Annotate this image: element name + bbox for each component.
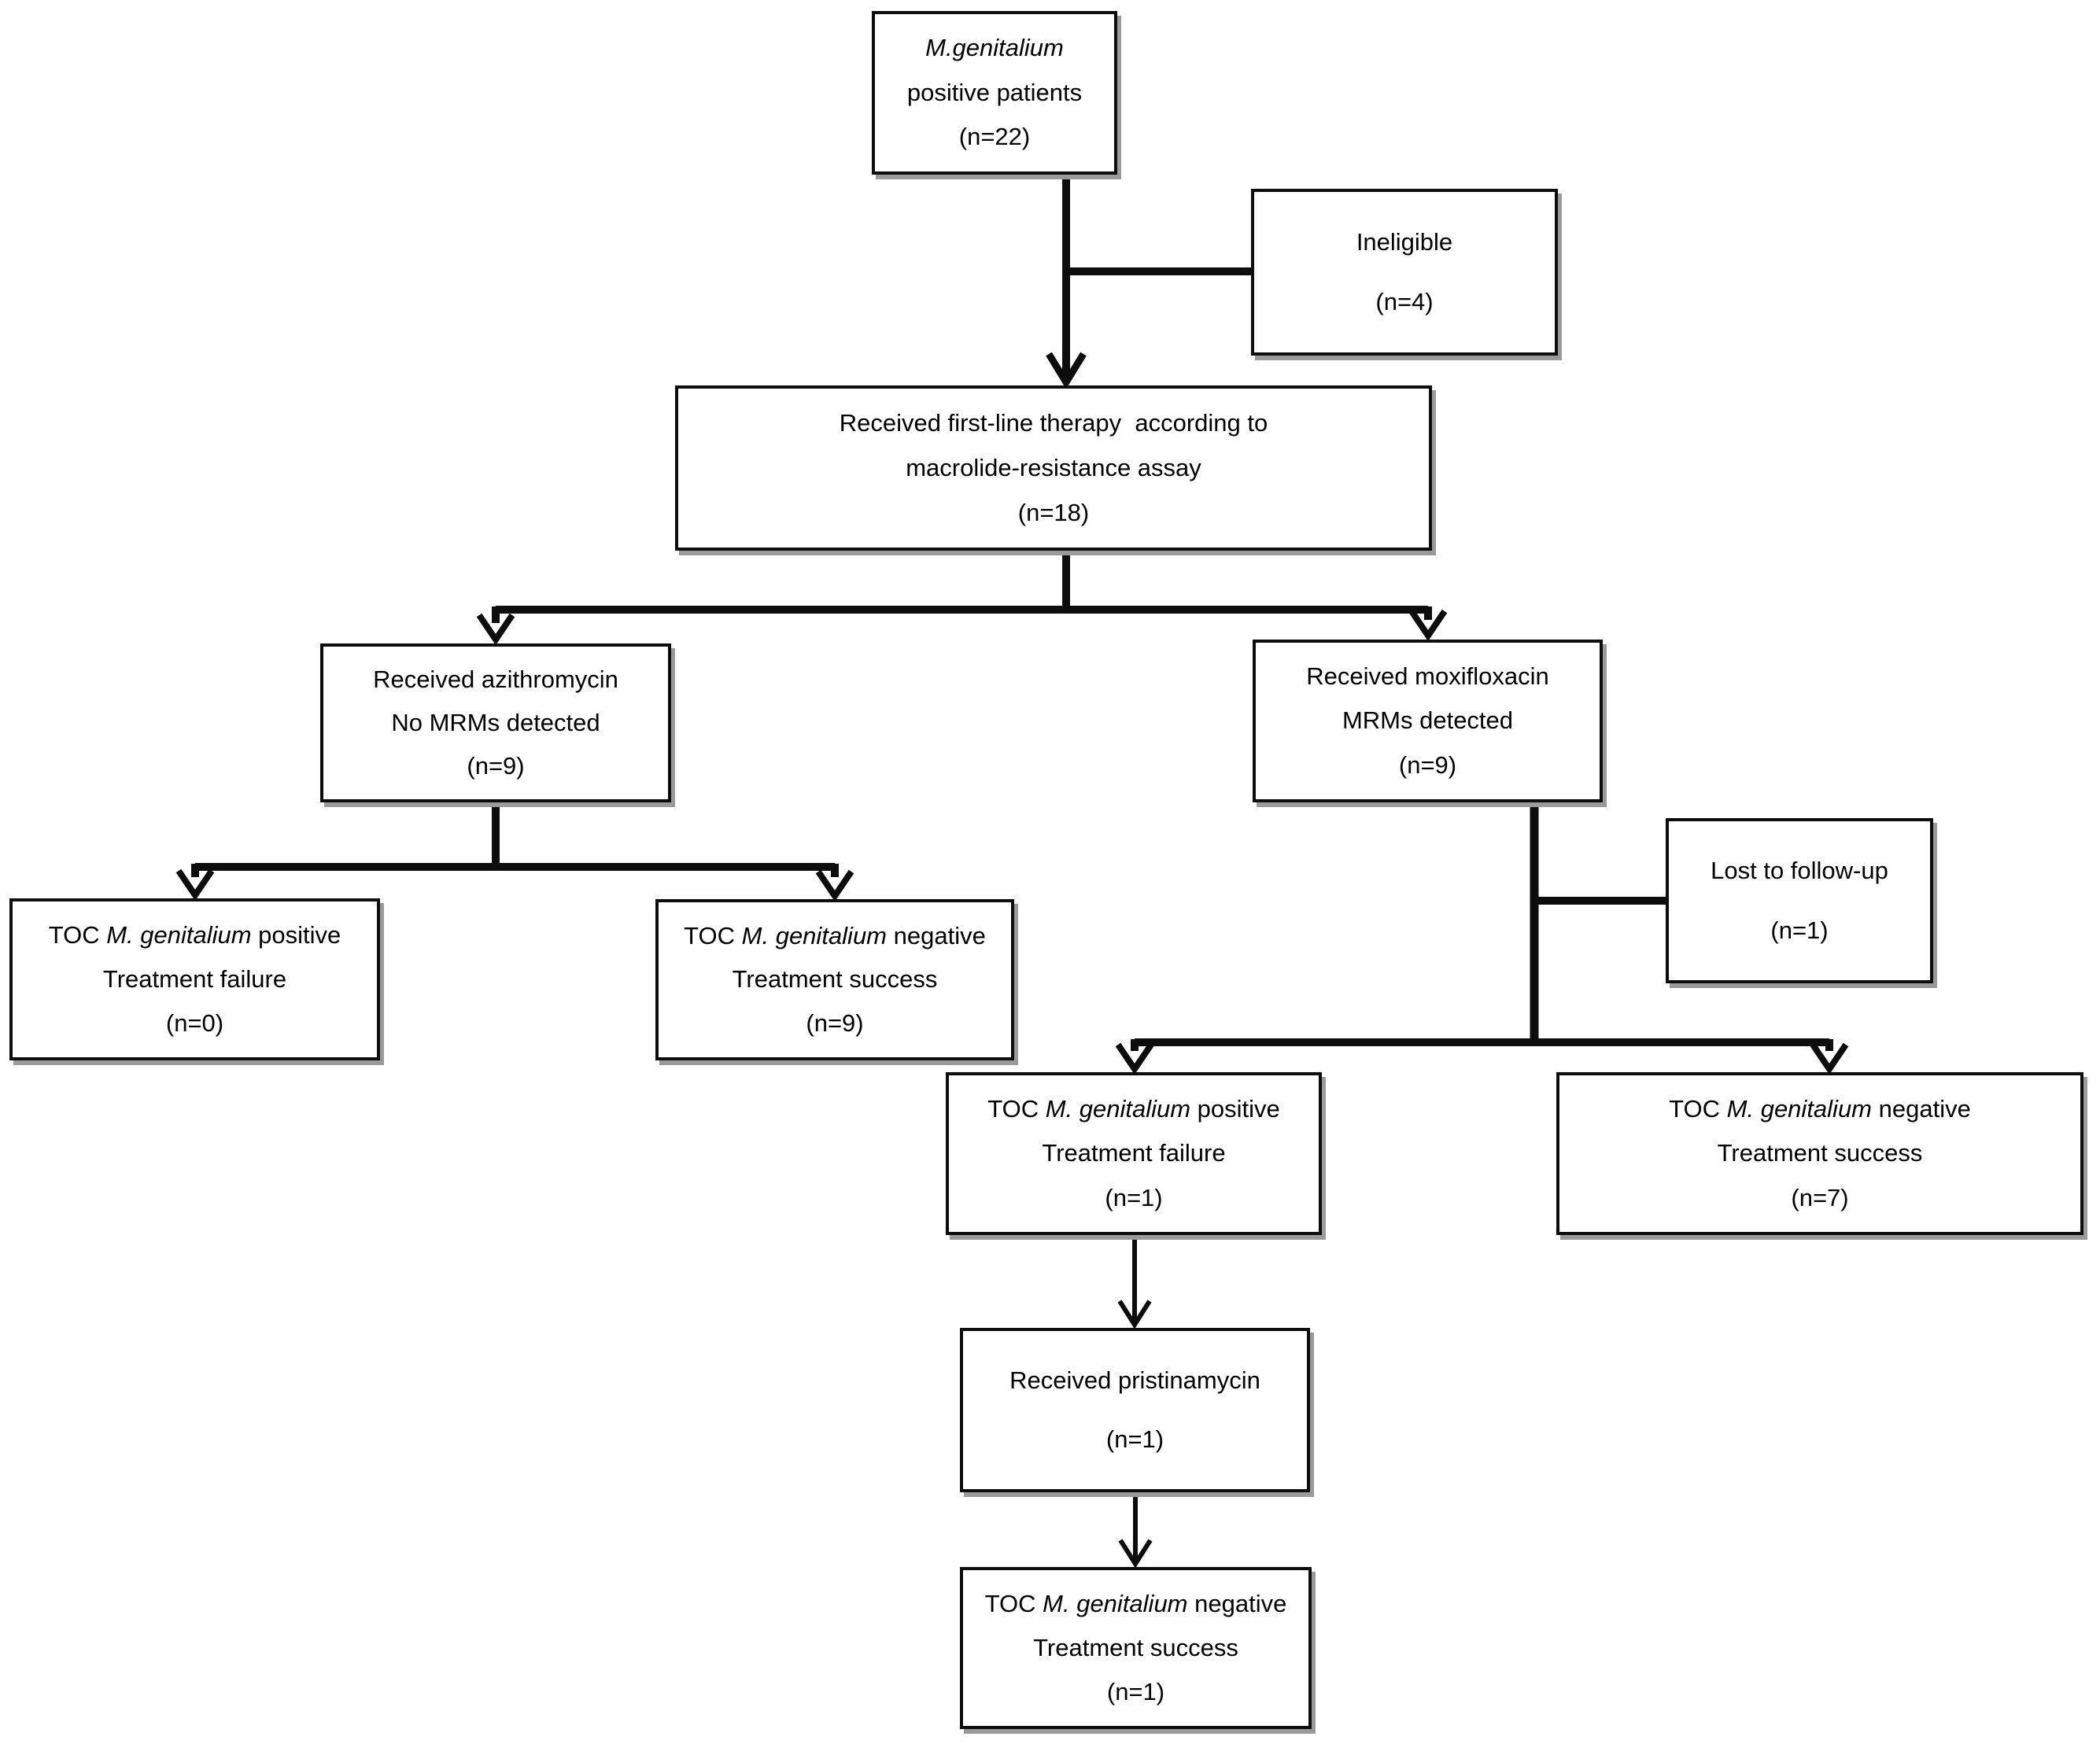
node-lost-to-followup: Lost to follow-up (n=1) — [1666, 818, 1933, 983]
arrow-down-icon — [175, 868, 215, 901]
node-line: Received pristinamycin — [1009, 1366, 1260, 1394]
node-line: MRMs detected — [1342, 706, 1514, 735]
node-count: (n=9) — [806, 1009, 864, 1038]
node-mg-positive-patients: M.genitalium positive patients (n=22) — [872, 11, 1117, 175]
arrow-down-icon — [1046, 352, 1087, 389]
node-received-pristinamycin: Received pristinamycin (n=1) — [960, 1328, 1310, 1492]
arrow-down-icon — [1408, 609, 1448, 642]
node-first-line-therapy: Received first-line therapy according to… — [675, 385, 1432, 551]
node-line: TOC M. genitalium positive — [48, 920, 341, 949]
node-line: Treatment failure — [102, 964, 287, 993]
node-ineligible: Ineligible (n=4) — [1251, 189, 1558, 356]
arrow-down-icon — [476, 613, 515, 646]
node-line: TOC M. genitalium negative — [984, 1589, 1287, 1617]
node-count: (n=18) — [1017, 498, 1090, 526]
arrow-down-icon — [815, 869, 854, 902]
node-count: (n=1) — [1105, 1183, 1163, 1211]
node-line: TOC M. genitalium negative — [1669, 1095, 1971, 1123]
node-toc-azithro-negative: TOC M. genitalium negative Treatment suc… — [655, 899, 1014, 1060]
node-count: (n=7) — [1791, 1183, 1849, 1211]
node-count: (n=1) — [1106, 1677, 1165, 1705]
arrow-down-icon — [1810, 1042, 1849, 1075]
node-count: (n=1) — [1770, 916, 1829, 944]
node-line: macrolide-resistance assay — [906, 453, 1201, 481]
node-line: TOC M. genitalium positive — [987, 1095, 1280, 1123]
arrow-down-icon — [1115, 1042, 1154, 1075]
node-line: Received moxifloxacin — [1306, 662, 1549, 691]
node-line: Treatment success — [732, 965, 938, 994]
node-line: No MRMs detected — [391, 708, 600, 736]
node-line: Ineligible — [1356, 227, 1453, 256]
arrow-down-icon — [1117, 1300, 1152, 1329]
node-line: positive patients — [906, 78, 1083, 106]
node-count: (n=4) — [1375, 288, 1434, 316]
node-received-azithromycin: Received azithromycin No MRMs detected (… — [320, 643, 671, 802]
node-toc-moxi-positive: TOC M. genitalium positive Treatment fai… — [946, 1072, 1322, 1235]
node-count: (n=9) — [467, 751, 525, 780]
node-line: Lost to follow-up — [1711, 856, 1888, 884]
node-count: (n=9) — [1398, 750, 1457, 779]
node-line: Received first-line therapy according to — [839, 408, 1268, 437]
arrow-down-icon — [1118, 1539, 1153, 1569]
node-line: Treatment failure — [1042, 1139, 1226, 1167]
node-toc-azithro-positive: TOC M. genitalium positive Treatment fai… — [9, 898, 380, 1060]
node-line: Treatment success — [1033, 1633, 1238, 1661]
node-line: TOC M. genitalium negative — [684, 921, 986, 949]
node-toc-moxi-negative: TOC M. genitalium negative Treatment suc… — [1556, 1072, 2083, 1235]
node-line: Received azithromycin — [373, 665, 618, 693]
node-count: (n=0) — [165, 1008, 224, 1037]
node-line: Treatment success — [1717, 1139, 1923, 1167]
node-received-moxifloxacin: Received moxifloxacin MRMs detected (n=9… — [1253, 640, 1603, 802]
node-count: (n=22) — [958, 123, 1031, 151]
node-toc-final-negative: TOC M. genitalium negative Treatment suc… — [960, 1567, 1312, 1729]
node-line: M.genitalium — [925, 34, 1064, 62]
node-count: (n=1) — [1105, 1425, 1164, 1454]
